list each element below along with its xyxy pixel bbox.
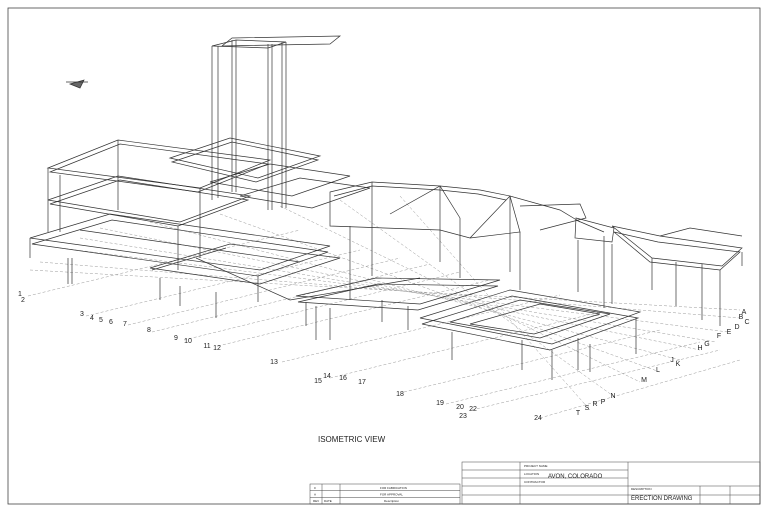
grid-label-num-4: 4 xyxy=(90,315,94,322)
location-caption: LOCATION xyxy=(524,472,539,476)
grid-label-num-15: 15 xyxy=(314,378,322,385)
revision-2-number: REV xyxy=(313,499,319,503)
view-title: ISOMETRIC VIEW xyxy=(318,435,386,444)
grid-label-letter-T: T xyxy=(576,410,581,417)
grid-label-num-9: 9 xyxy=(174,335,178,342)
grid-lines xyxy=(27,195,741,419)
grid-label-num-13: 13 xyxy=(270,359,278,366)
grid-label-num-18: 18 xyxy=(396,391,404,398)
grid-label-num-10: 10 xyxy=(184,338,192,345)
revision-1-text: FOR APPROVAL xyxy=(380,493,403,497)
grid-label-num-1: 1 xyxy=(18,291,22,298)
sheet-border xyxy=(7,7,761,505)
revision-2-date: DATE xyxy=(324,499,332,503)
grid-label-letter-P: P xyxy=(601,399,606,406)
grid-label-letter-R: R xyxy=(592,401,597,408)
grid-label-letter-C: C xyxy=(744,319,749,326)
grid-label-letter-J: J xyxy=(670,357,674,364)
description-caption: DESCRIPTION xyxy=(631,487,652,491)
north-arrow-icon xyxy=(66,79,88,89)
grid-label-letter-G: G xyxy=(704,341,709,348)
revision-1-number: A xyxy=(314,493,316,497)
grid-label-num-14: 14 xyxy=(323,373,331,380)
grid-label-num-5: 5 xyxy=(99,317,103,324)
revision-2-text: Description xyxy=(384,499,399,503)
grid-label-num-20: 20 xyxy=(456,404,464,411)
description-value: ERECTION DRAWING xyxy=(631,496,693,502)
grid-label-num-6: 6 xyxy=(109,319,113,326)
grid-label-num-17: 17 xyxy=(358,379,366,386)
grid-label-num-3: 3 xyxy=(80,311,84,318)
grid-label-letter-M: M xyxy=(641,377,647,384)
grid-label-letter-A: A xyxy=(742,309,747,316)
grid-label-num-24: 24 xyxy=(534,415,542,422)
grid-label-letter-S: S xyxy=(585,405,590,412)
grid-label-letter-L: L xyxy=(656,367,660,374)
grid-label-letter-K: K xyxy=(676,361,681,368)
grid-label-num-2: 2 xyxy=(21,297,25,304)
revision-block xyxy=(309,483,461,505)
revision-0-number: 0 xyxy=(314,486,316,490)
steel-frame xyxy=(29,35,743,380)
title-block xyxy=(461,461,761,505)
grid-label-letter-N: N xyxy=(610,393,615,400)
contractor-caption: CONTRACTOR xyxy=(524,480,546,484)
grid-label-letter-E: E xyxy=(727,329,732,336)
grid-label-letter-D: D xyxy=(734,324,739,331)
project-name-caption: PROJECT NAME xyxy=(524,464,547,468)
grid-label-num-7: 7 xyxy=(123,321,127,328)
grid-label-num-23: 23 xyxy=(459,413,467,420)
grid-label-num-19: 19 xyxy=(436,400,444,407)
location-value: AVON, COLORADO xyxy=(548,474,603,480)
grid-label-letter-F: F xyxy=(717,333,721,340)
grid-label-num-11: 11 xyxy=(203,343,210,350)
grid-label-letter-B: B xyxy=(739,314,744,321)
grid-label-letter-H: H xyxy=(697,345,702,352)
grid-label-num-16: 16 xyxy=(339,375,347,382)
revision-0-text: FOR FABRICATION xyxy=(380,486,407,490)
grid-label-num-12: 12 xyxy=(213,345,221,352)
grid-label-num-8: 8 xyxy=(147,327,151,334)
grid-label-num-22: 22 xyxy=(469,406,477,413)
